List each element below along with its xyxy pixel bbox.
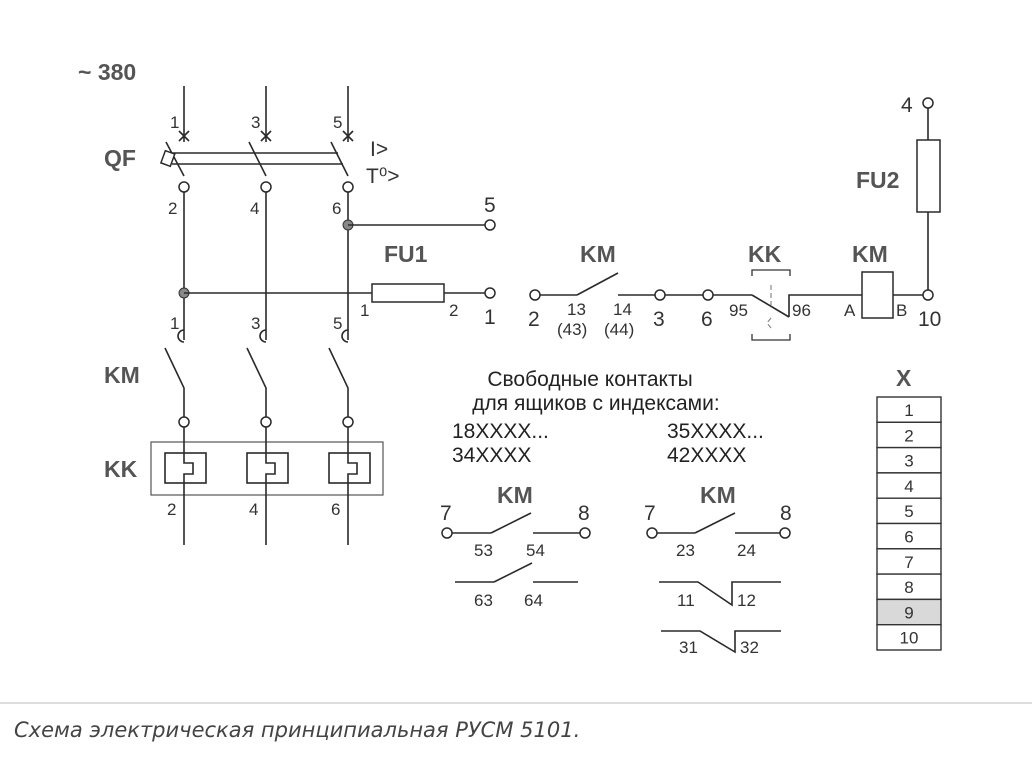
terminal-label: 7 <box>440 502 452 525</box>
free-contacts-subheading: для ящиков с индексами: <box>472 392 719 415</box>
terminal-cell-label: 9 <box>904 603 913 622</box>
terminal-label: 54 <box>526 541 545 560</box>
km-label: KM <box>104 362 140 388</box>
fu1-fuse <box>371 283 445 303</box>
caption: Схема электрическая принципиальная РУСМ … <box>14 718 580 742</box>
terminal-label: 5 <box>333 314 342 333</box>
fu2-fuse <box>916 139 941 213</box>
free-contacts-heading: Свободные контакты <box>487 368 692 391</box>
terminal-cell <box>876 497 942 525</box>
terminal-cell-label: 4 <box>904 477 913 496</box>
terminal-label: 11 <box>677 591 695 610</box>
fu1-label: FU1 <box>384 241 428 267</box>
terminal-cell <box>876 396 942 423</box>
terminal-label: (44) <box>604 320 634 339</box>
terminal-label: 3 <box>653 308 665 331</box>
supply-label: ~ 380 <box>78 59 136 85</box>
phase-lines <box>150 86 496 545</box>
kk-heaters <box>164 427 371 545</box>
terminal-label: 7 <box>644 502 656 525</box>
qf-trip-box <box>159 149 176 168</box>
terminal-label: 63 <box>474 591 493 610</box>
terminal-label: 12 <box>737 591 756 610</box>
index-code: 42XXXX <box>667 444 746 467</box>
terminal-cell-label: 3 <box>904 452 913 471</box>
terminal-label: 6 <box>701 308 713 331</box>
terminal-label: 10 <box>918 308 941 331</box>
km-contact-label: KM <box>580 241 616 267</box>
overcurrent-label: I> <box>370 138 388 161</box>
terminal-label: B <box>896 301 907 320</box>
index-code: 34XXXX <box>452 444 531 467</box>
terminal-cell <box>876 573 942 601</box>
terminal-label: 1 <box>170 113 179 132</box>
terminal-label: 3 <box>251 314 260 333</box>
terminal-label: 2 <box>168 199 177 218</box>
terminal-cell <box>876 472 942 499</box>
terminal-block: 1 2 3 4 5 6 7 8 9 10 <box>876 396 942 651</box>
km-aux-contacts-right <box>646 512 791 654</box>
index-code: 18XXXX... <box>452 420 549 443</box>
terminal-cell <box>876 624 942 651</box>
terminal-label: 8 <box>578 502 590 525</box>
kk-bracket <box>751 269 791 341</box>
terminal-label: (43) <box>557 320 587 339</box>
qf-contacts <box>165 141 349 177</box>
terminal-label: 6 <box>331 500 340 519</box>
terminal-label: 53 <box>474 541 493 560</box>
terminal-cell <box>876 421 942 449</box>
breaker-x-marks <box>178 130 354 142</box>
terminal-label: 4 <box>250 199 259 218</box>
terminal-label: 2 <box>528 308 540 331</box>
control-circuit <box>529 97 941 341</box>
terminal-label: 31 <box>679 638 698 657</box>
terminal-cell-label: 8 <box>904 578 913 597</box>
terminal-label: 24 <box>737 541 756 560</box>
terminal-label: 2 <box>449 301 458 320</box>
terminal-cell-label: 6 <box>904 528 913 547</box>
terminal-label: 13 <box>567 300 586 319</box>
terminal-label: 1 <box>484 306 496 329</box>
kk-box <box>150 441 384 496</box>
terminal-cell-label: 2 <box>904 426 913 445</box>
terminal-cell <box>876 522 942 550</box>
fu2-label: FU2 <box>856 167 899 193</box>
terminal-label: 14 <box>613 300 632 319</box>
terminal-cell-label: 7 <box>904 553 913 572</box>
terminal-label: 2 <box>167 500 176 519</box>
terminal-label: 1 <box>360 301 369 320</box>
terminal-cell-label: 5 <box>904 502 913 521</box>
kk-label: KK <box>104 456 138 482</box>
terminal-label: 8 <box>780 502 792 525</box>
terminal-label: 96 <box>792 301 811 320</box>
terminal-label: 6 <box>332 199 341 218</box>
terminal-label: A <box>844 301 856 320</box>
terminal-label: 4 <box>249 500 258 519</box>
overtemp-label: T⁰> <box>366 165 400 188</box>
km-coil-label: KM <box>852 241 888 267</box>
terminal-label: 95 <box>729 301 748 320</box>
terminal-label: 5 <box>333 113 342 132</box>
terminal-label: 4 <box>901 94 913 117</box>
terminal-label: 64 <box>524 591 543 610</box>
qf-label: QF <box>104 145 136 171</box>
terminal-label: 5 <box>484 194 496 217</box>
terminal-label: 1 <box>170 314 179 333</box>
km-aux-label: KM <box>700 482 736 508</box>
terminal-label: 32 <box>740 638 759 657</box>
terminal-label: 23 <box>676 541 695 560</box>
km-main-contacts <box>164 347 349 417</box>
km-aux-label: KM <box>497 482 533 508</box>
index-code: 35XXXX... <box>667 420 764 443</box>
terminal-cell-label: 10 <box>900 629 919 648</box>
kk-contact-label: KK <box>748 241 782 267</box>
terminal-block-label: X <box>896 365 912 391</box>
terminal-label: 3 <box>251 113 260 132</box>
terminal-cell-label: 1 <box>904 401 913 420</box>
km-aux-contacts-left <box>441 512 591 583</box>
km-coil <box>861 271 894 319</box>
terminal-cell <box>876 446 942 474</box>
